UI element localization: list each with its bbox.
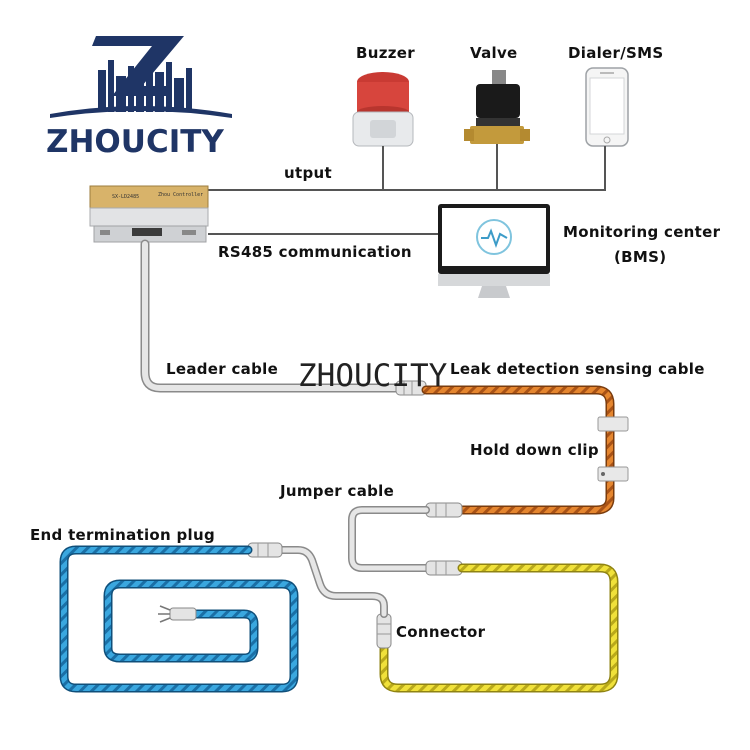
rs485-label: RS485 communication xyxy=(218,243,412,261)
blue-cable-connector xyxy=(247,542,283,558)
controller-model: SX-LD2485 xyxy=(112,194,139,200)
sensing-cable-label: Leak detection sensing cable xyxy=(450,360,705,378)
yellow-sensing-cable xyxy=(379,563,619,693)
leader-cable-label: Leader cable xyxy=(166,360,278,378)
dialer-device: Dialer/SMS xyxy=(568,44,663,147)
jumper-connector-bottom xyxy=(425,560,463,576)
controller-unit: SX-LD2485 Zhou Controller xyxy=(89,185,209,243)
output-wiring xyxy=(207,144,606,191)
buzzer-label: Buzzer xyxy=(356,44,415,62)
jumper-cable xyxy=(348,506,432,572)
dialer-label: Dialer/SMS xyxy=(568,44,663,62)
controller-brand: Zhou Controller xyxy=(158,192,203,198)
end-termination-label: End termination plug xyxy=(30,526,215,544)
connector-label: Connector xyxy=(396,623,486,641)
monitoring-label-line2: (BMS) xyxy=(614,248,666,266)
orange-sensing-cable xyxy=(421,385,615,515)
connector xyxy=(376,613,392,649)
hold-down-clip-label: Hold down clip xyxy=(470,441,599,459)
output-label: utput xyxy=(284,164,332,182)
jumper-connector-top xyxy=(425,502,463,518)
leader-connector xyxy=(395,380,427,396)
monitor-display xyxy=(438,204,550,298)
watermark-text: ZHOUCITY xyxy=(298,358,448,394)
hold-down-clip-bottom xyxy=(597,466,629,482)
zhoucity-logo: ZHOUCITY xyxy=(46,36,232,160)
buzzer-device: Buzzer xyxy=(352,44,415,147)
logo-text: ZHOUCITY xyxy=(46,124,224,160)
jumper-cable-label: Jumper cable xyxy=(279,482,394,500)
blue-sensing-cable xyxy=(59,545,299,693)
connector-link-cable xyxy=(278,546,388,618)
leader-cable xyxy=(140,239,403,393)
valve-device: Valve xyxy=(464,44,530,144)
monitoring-label-line1: Monitoring center xyxy=(563,223,721,241)
hold-down-clip-top xyxy=(597,416,629,432)
valve-label: Valve xyxy=(470,44,518,62)
end-termination-plug xyxy=(158,605,197,623)
